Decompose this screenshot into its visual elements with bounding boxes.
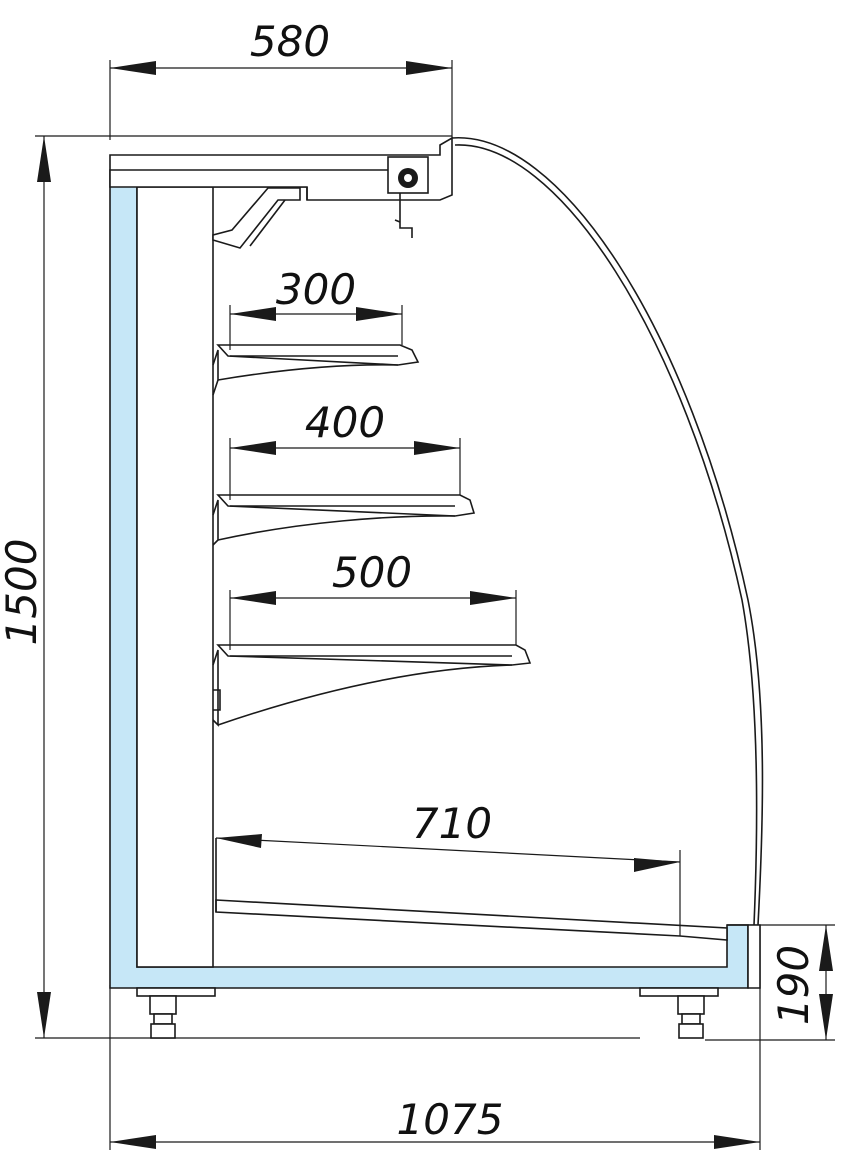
dimension-580: 580 bbox=[110, 17, 452, 75]
foot-front bbox=[639, 987, 719, 1039]
dimension-190: 190 bbox=[769, 925, 833, 1040]
dimension-label-190: 190 bbox=[769, 945, 818, 1025]
dimension-400: 400 bbox=[229, 398, 461, 500]
dimension-1500: 1500 bbox=[0, 136, 51, 1038]
dimension-label-710: 710 bbox=[412, 799, 492, 848]
dimension-710: 710 bbox=[215, 799, 681, 936]
dimension-1075: 1075 bbox=[110, 1095, 760, 1149]
canopy-lamp bbox=[212, 187, 301, 249]
shelf-2 bbox=[212, 494, 476, 546]
back-wall-panel bbox=[136, 186, 214, 968]
front-lip bbox=[727, 924, 761, 989]
dimension-label-400: 400 bbox=[305, 398, 385, 447]
front-glass bbox=[451, 137, 764, 926]
shelf-1 bbox=[212, 344, 420, 396]
light-fixture bbox=[387, 156, 429, 238]
dimension-300: 300 bbox=[229, 265, 403, 350]
dimension-label-580: 580 bbox=[250, 17, 330, 66]
dimension-label-1500: 1500 bbox=[0, 539, 46, 646]
cabinet-body bbox=[109, 136, 761, 989]
dimension-500: 500 bbox=[229, 548, 517, 650]
base-shelf bbox=[215, 838, 728, 941]
dimension-label-500: 500 bbox=[332, 548, 412, 597]
shelf-3 bbox=[212, 644, 532, 727]
dimension-label-1075: 1075 bbox=[397, 1095, 504, 1144]
canopy bbox=[109, 136, 453, 201]
foot-rear bbox=[136, 987, 216, 1039]
dimension-label-300: 300 bbox=[276, 265, 356, 314]
